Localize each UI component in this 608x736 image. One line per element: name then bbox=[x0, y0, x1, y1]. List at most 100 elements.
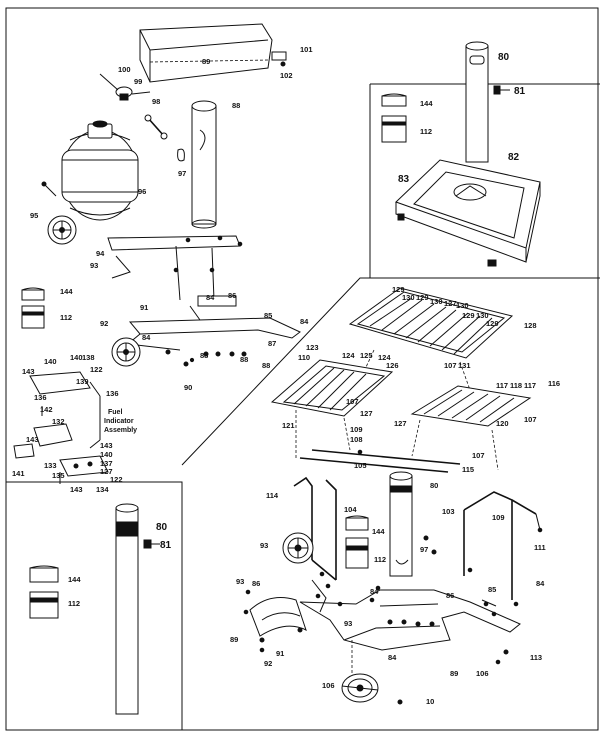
label-86-c: 86 bbox=[446, 591, 454, 600]
label-115: 115 bbox=[462, 465, 474, 474]
label-123: 123 bbox=[306, 343, 319, 352]
label-135: 135 bbox=[52, 471, 65, 480]
label-129-c: 129 bbox=[462, 311, 475, 320]
label-80-c: 80 bbox=[430, 481, 438, 490]
middle-grate-part bbox=[270, 359, 394, 460]
label-116: 116 bbox=[548, 379, 560, 388]
caption-line-3: Assembly bbox=[104, 427, 137, 434]
label-100: 100 bbox=[118, 65, 131, 74]
label-81-b: 81 bbox=[160, 540, 172, 551]
label-113: 113 bbox=[530, 653, 542, 662]
label-130-a: 130 bbox=[402, 293, 415, 302]
label-118: 118 bbox=[510, 381, 522, 390]
label-90-a: 90 bbox=[184, 383, 192, 392]
label-107-c: 107 bbox=[524, 415, 537, 424]
panel-frames bbox=[5, 7, 600, 731]
label-107-d: 107 bbox=[472, 451, 485, 460]
upright-post-part bbox=[177, 100, 217, 229]
label-84-f: 84 bbox=[388, 653, 397, 662]
label-127-a: 127 bbox=[100, 467, 113, 476]
base-plate-part bbox=[395, 159, 541, 267]
label-112-b: 112 bbox=[420, 127, 432, 136]
label-94: 94 bbox=[96, 249, 105, 258]
label-139: 139 bbox=[76, 377, 89, 386]
label-82: 82 bbox=[508, 152, 520, 163]
label-120: 120 bbox=[496, 419, 509, 428]
label-136-b: 136 bbox=[34, 393, 47, 402]
label-106-b: 106 bbox=[322, 681, 335, 690]
caption-line-1: Fuel bbox=[108, 409, 122, 416]
label-112-c: 112 bbox=[68, 599, 80, 608]
hood-part bbox=[139, 23, 287, 83]
label-84-b: 84 bbox=[300, 317, 309, 326]
lower-wheel-part bbox=[341, 640, 403, 705]
hardware-bits-left bbox=[41, 181, 247, 367]
label-117-b: 117 bbox=[524, 381, 536, 390]
label-140-a: 140 bbox=[44, 357, 57, 366]
label-93-c: 93 bbox=[344, 619, 352, 628]
label-105: 105 bbox=[354, 461, 367, 470]
propane-tank bbox=[61, 120, 139, 221]
label-111: 111 bbox=[534, 543, 546, 552]
label-97-b: 97 bbox=[420, 545, 428, 554]
label-143-a: 143 bbox=[22, 367, 35, 376]
label-91-b: 91 bbox=[276, 649, 284, 658]
label-128: 128 bbox=[524, 321, 537, 330]
label-144-a: 144 bbox=[60, 287, 73, 296]
label-81-a: 81 bbox=[514, 86, 526, 97]
label-132: 132 bbox=[52, 417, 65, 426]
label-127-b: 127 bbox=[444, 299, 457, 308]
tall-post-top-right bbox=[465, 41, 510, 163]
left-wheel-top bbox=[47, 215, 77, 245]
label-109-b: 109 bbox=[492, 513, 505, 522]
cylinder-set-top-right bbox=[381, 93, 407, 143]
label-140-b: 140 bbox=[70, 353, 83, 362]
label-114: 114 bbox=[266, 491, 279, 500]
label-92-b: 92 bbox=[264, 659, 272, 668]
label-97: 97 bbox=[178, 169, 186, 178]
label-89-a: 89 bbox=[230, 635, 238, 644]
label-88-d: 88 bbox=[262, 361, 270, 370]
cylinder-set-center bbox=[345, 515, 369, 569]
label-88-c: 88 bbox=[240, 355, 248, 364]
handle-right-part bbox=[463, 491, 541, 600]
label-122-a: 122 bbox=[90, 365, 103, 374]
label-109: 109 bbox=[350, 425, 363, 434]
tall-post-center bbox=[389, 471, 413, 577]
label-86-b: 86 bbox=[252, 579, 260, 588]
label-112-a: 112 bbox=[60, 313, 72, 322]
label-121: 121 bbox=[282, 421, 295, 430]
label-91: 91 bbox=[140, 303, 148, 312]
label-85-a: 85 bbox=[264, 311, 272, 320]
label-104: 104 bbox=[344, 505, 357, 514]
label-124-b: 124 bbox=[378, 353, 391, 362]
label-80-a: 80 bbox=[498, 52, 510, 63]
label-87: 87 bbox=[268, 339, 276, 348]
label-98: 98 bbox=[152, 97, 160, 106]
tank-strap-part bbox=[249, 597, 307, 643]
label-144-d: 144 bbox=[372, 527, 385, 536]
label-101: 101 bbox=[300, 45, 313, 54]
label-84-c: 84 bbox=[142, 333, 151, 342]
wheel-mid-left bbox=[111, 337, 141, 367]
label-93-a: 93 bbox=[260, 541, 268, 550]
label-107-a: 107 bbox=[444, 361, 457, 370]
cart-base-lower bbox=[299, 579, 521, 665]
label-140-c: 140 bbox=[100, 450, 113, 459]
label-144-b: 144 bbox=[420, 99, 433, 108]
caption-line-2: Indicator bbox=[104, 418, 134, 425]
label-131: 131 bbox=[458, 361, 471, 370]
label-112-d: 112 bbox=[374, 555, 386, 564]
label-142: 142 bbox=[40, 405, 53, 414]
label-143-c: 143 bbox=[100, 441, 113, 450]
label-110: 110 bbox=[298, 353, 310, 362]
label-99: 99 bbox=[134, 77, 142, 86]
label-129-a: 129 bbox=[392, 285, 405, 294]
regulator-part bbox=[99, 73, 151, 101]
label-93-b: 93 bbox=[236, 577, 244, 586]
label-88-b: 88 bbox=[200, 351, 208, 360]
label-138: 138 bbox=[82, 353, 95, 362]
label-107-b: 107 bbox=[346, 397, 359, 406]
label-102: 102 bbox=[280, 71, 293, 80]
